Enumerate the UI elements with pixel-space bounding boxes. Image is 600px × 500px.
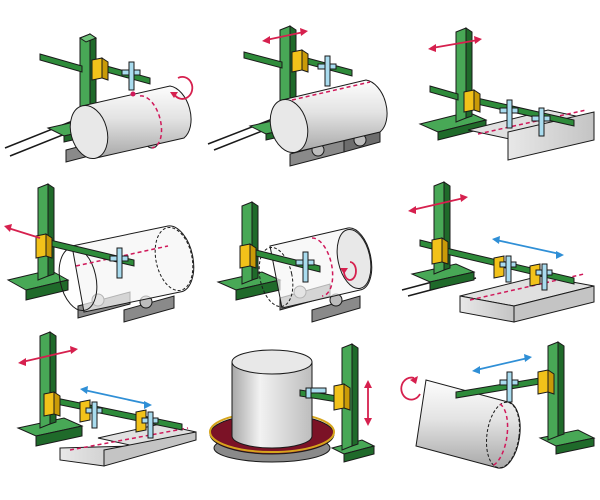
- vertical-column: [241, 201, 259, 285]
- plate-workpiece: [59, 423, 197, 467]
- torch-carriage-2: [135, 409, 159, 439]
- weld-seam: [311, 237, 334, 297]
- boom-carriage: [91, 57, 109, 81]
- pipe-workpiece: [69, 85, 192, 159]
- transparent-pipe-workpiece: [58, 225, 195, 313]
- boom-motion-arrow: [4, 224, 41, 239]
- weld-seam: [69, 427, 189, 451]
- welding-torch: [305, 387, 327, 399]
- vertical-column: [37, 183, 55, 281]
- boom-carriage: [431, 237, 449, 265]
- boom-motion-arrow: [262, 28, 308, 44]
- boom-carriage: [463, 89, 481, 113]
- carriage-motion-arrow: [472, 354, 532, 374]
- transparent-pipe-workpiece: [258, 227, 373, 309]
- rotation-arrow: [340, 261, 357, 281]
- welding-torch: [317, 55, 337, 87]
- torch-carriage-2: [529, 263, 553, 291]
- boom-carriage: [291, 49, 309, 73]
- welding-torch-1: [499, 99, 519, 129]
- panel-vessel-turntable: [209, 343, 376, 463]
- boom-rear: [429, 85, 459, 101]
- boom-carriage: [333, 383, 351, 411]
- vertical-motion-arrow: [364, 380, 372, 426]
- panel-pipe-angled-boom: [400, 341, 596, 469]
- pipe-workpiece: [415, 379, 521, 469]
- boom-carriage: [43, 391, 61, 417]
- weld-seam: [291, 81, 371, 101]
- carriage-motion-arrow: [80, 386, 152, 409]
- pipe-workpiece: [269, 79, 388, 153]
- column-base: [418, 111, 488, 141]
- panel-pipe-longitudinal-seam: [207, 25, 388, 167]
- plate-workpiece: [467, 109, 595, 161]
- panel-pipe-circumferential-rotate: [4, 33, 194, 163]
- panel-plate-dual-torch: [401, 181, 595, 323]
- boom-rear: [39, 53, 83, 73]
- plate-workpiece: [459, 273, 595, 323]
- panel-transparent-pipe-circumferential: [216, 201, 373, 323]
- panel-plate-longitudinal-seam: [418, 27, 595, 161]
- boom-motion-arrow: [18, 346, 78, 366]
- torch-carriage-1: [79, 399, 103, 429]
- panel-transparent-pipe-longitudinal: [4, 183, 195, 323]
- boom-carriage: [239, 243, 257, 269]
- weld-seam: [469, 273, 585, 301]
- boom-carriage: [35, 233, 53, 259]
- welding-torch-2: [531, 107, 551, 137]
- vertical-vessel-workpiece: [231, 349, 313, 449]
- panel-plate-dual-torch-long: [16, 331, 197, 467]
- carriage-motion-arrow: [492, 236, 564, 259]
- rotation-arrow: [400, 376, 421, 401]
- weld-seam: [75, 245, 169, 267]
- boom-motion-arrow: [428, 36, 482, 52]
- welding-torch: [109, 247, 129, 279]
- torch-carriage-1: [493, 255, 517, 283]
- welding-torch: [121, 61, 141, 97]
- rotation-arrow: [170, 76, 194, 100]
- boom-motion-arrow: [408, 194, 468, 214]
- weld-seam: [477, 109, 587, 135]
- boom-carriage: [537, 369, 555, 395]
- welding-torch: [499, 371, 519, 403]
- column-base: [538, 429, 596, 455]
- roller-bed: [289, 129, 381, 167]
- welding-torch: [295, 251, 315, 283]
- weld-seam: [139, 95, 163, 149]
- boom-rear: [243, 51, 283, 69]
